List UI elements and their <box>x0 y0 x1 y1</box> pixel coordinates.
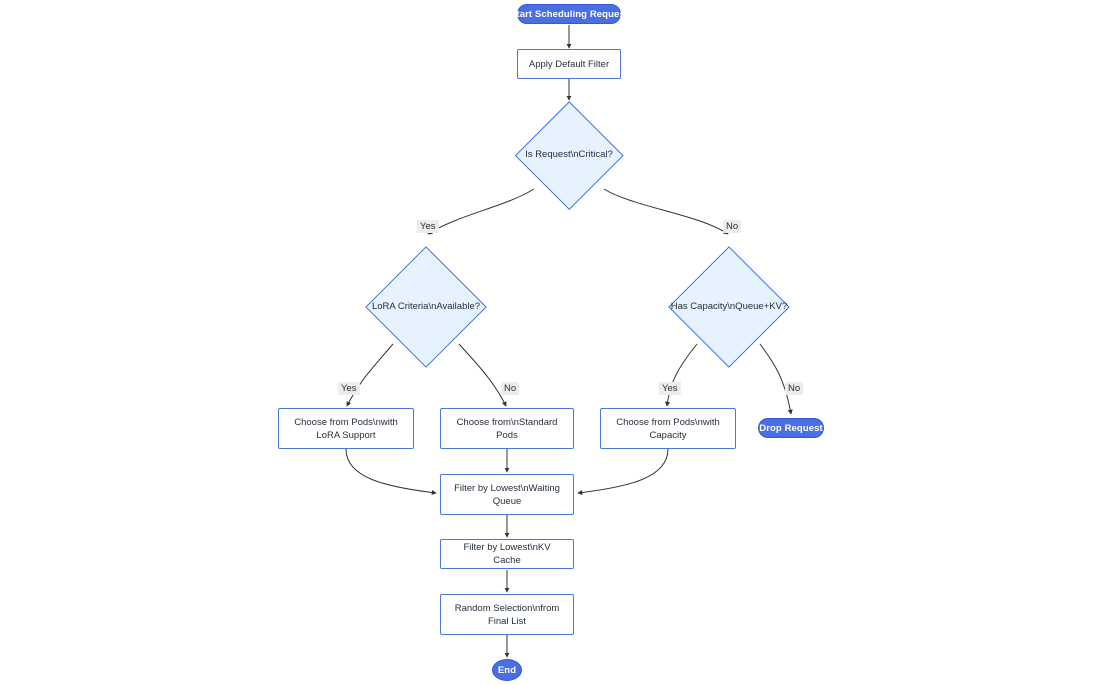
edge-label-text: No <box>726 221 739 232</box>
node-choose-pods-lora-support[interactable]: Choose from Pods\nwith LoRA Support <box>278 408 414 449</box>
node-apply-default-filter-label: Apply Default Filter <box>528 58 610 70</box>
edge-label-lora-no: No <box>501 382 520 395</box>
node-choose-pods-capacity[interactable]: Choose from Pods\nwith Capacity <box>600 408 736 449</box>
node-is-request-critical-label: Is Request\nCritical? <box>525 149 613 160</box>
edge-label-lora-yes: Yes <box>338 382 360 395</box>
edge-label-text: No <box>788 383 801 394</box>
edge-label-capacity-yes: Yes <box>659 382 681 395</box>
edge-label-text: No <box>504 383 517 394</box>
edge-label-text: Yes <box>662 383 678 394</box>
node-has-capacity-queue-kv[interactable]: Has Capacity\nQueue+KV? <box>668 246 790 368</box>
edge-podscapacity-to-queue <box>577 448 669 495</box>
node-filter-lowest-waiting-queue[interactable]: Filter by Lowest\nWaiting Queue <box>440 474 574 515</box>
edge-label-text: Yes <box>341 383 357 394</box>
node-filter-lowest-kv-cache-label: Filter by Lowest\nKV Cache <box>463 542 551 566</box>
node-lora-criteria-available[interactable]: LoRA Criteria\nAvailable? <box>365 246 487 368</box>
node-filter-lowest-kv-cache[interactable]: Filter by Lowest\nKV Cache <box>440 539 574 569</box>
node-random-selection-final-list-label: Random Selection\nfrom Final List <box>454 602 560 627</box>
node-has-capacity-queue-kv-label: Has Capacity\nQueue+KV? <box>670 301 788 312</box>
edge-label-critical-yes: Yes <box>417 220 439 233</box>
node-drop-request[interactable]: Drop Request <box>758 418 824 438</box>
node-choose-standard-pods-label: Choose from\nStandard Pods <box>456 416 558 441</box>
node-start-label: Start Scheduling Request <box>510 8 629 20</box>
node-choose-standard-pods[interactable]: Choose from\nStandard Pods <box>440 408 574 449</box>
node-end-label: End <box>497 664 517 676</box>
node-random-selection-final-list[interactable]: Random Selection\nfrom Final List <box>440 594 574 635</box>
node-end[interactable]: End <box>492 659 522 681</box>
edge-podslora-to-queue <box>345 448 437 495</box>
node-choose-pods-lora-support-label: Choose from Pods\nwith LoRA Support <box>294 416 398 441</box>
edge-label-capacity-no: No <box>785 382 804 395</box>
edge-label-text: Yes <box>420 221 436 232</box>
node-start-scheduling-request[interactable]: Start Scheduling Request <box>510 4 628 24</box>
node-is-request-critical[interactable]: Is Request\nCritical? <box>514 100 624 210</box>
node-lora-criteria-available-label: LoRA Criteria\nAvailable? <box>371 301 481 312</box>
node-drop-request-label: Drop Request <box>759 422 823 434</box>
node-choose-pods-capacity-label: Choose from Pods\nwith Capacity <box>616 416 720 441</box>
node-apply-default-filter[interactable]: Apply Default Filter <box>517 49 621 79</box>
node-filter-lowest-waiting-queue-label: Filter by Lowest\nWaiting Queue <box>454 482 560 507</box>
edge-label-critical-no: No <box>723 220 742 233</box>
